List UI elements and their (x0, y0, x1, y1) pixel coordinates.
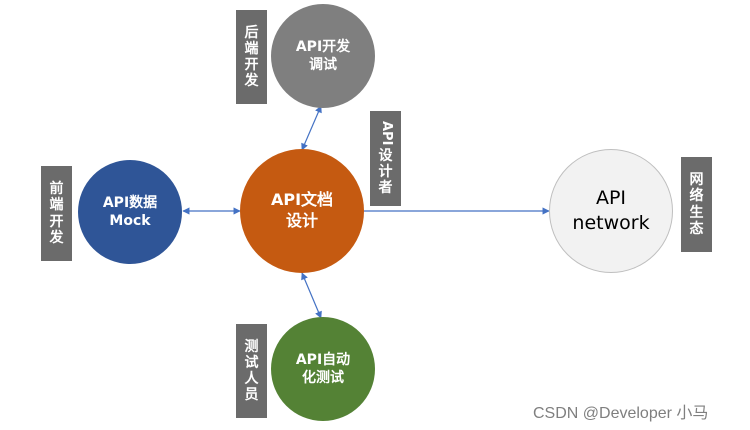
tag-char: 开 (49, 213, 64, 230)
tag-char: 态 (689, 220, 704, 237)
tag-char: 测 (244, 338, 259, 355)
tag-char: API (378, 121, 394, 146)
node-api-mock-line1: API数据 (102, 194, 158, 211)
node-api-design: API文档 设计 (240, 149, 364, 273)
node-api-autotest: API自动 化测试 (271, 317, 375, 421)
node-api-mock-line2: Mock (109, 213, 151, 229)
tag-char: 前 (49, 181, 64, 198)
tag-frontend: 前端开发 (41, 166, 72, 261)
node-api-debug: API开发 调试 (271, 4, 375, 108)
tag-char: 试 (244, 354, 259, 371)
tag-char: 发 (49, 229, 64, 246)
node-api-mock: API数据 Mock (78, 160, 182, 264)
node-api-design-line1: API文档 (270, 190, 334, 210)
tag-char: 发 (244, 73, 259, 90)
connector-center-top (301, 105, 322, 151)
node-api-design-line2: 设计 (285, 211, 318, 230)
tag-char: 网 (689, 172, 704, 189)
tag-char: 计 (378, 163, 393, 180)
tag-char: 端 (49, 197, 64, 214)
tag-char: 设 (378, 147, 393, 164)
tag-char: 者 (378, 179, 393, 196)
node-api-autotest-line2: 化测试 (302, 370, 344, 386)
tag-char: 生 (689, 204, 704, 221)
node-api-network-line1: API (595, 187, 627, 210)
node-api-network: API network (549, 149, 673, 273)
tag-char: 员 (244, 387, 259, 404)
connector-center-bottom (301, 272, 322, 319)
node-api-autotest-line1: API自动 (295, 351, 351, 368)
tag-char: 后 (244, 24, 259, 41)
tag-char: 开 (244, 57, 259, 73)
node-api-network-line2: network (572, 212, 650, 234)
tag-char: 端 (244, 40, 259, 57)
tag-ecosystem: 网络生态 (681, 157, 712, 252)
node-api-debug-line2: 调试 (309, 57, 337, 73)
node-api-debug-line1: API开发 (295, 38, 351, 55)
tag-char: 络 (689, 188, 704, 205)
tag-char: 人 (244, 371, 259, 387)
watermark: CSDN @Developer 小马 (533, 405, 709, 422)
tag-backend: 后端开发 (236, 10, 267, 104)
tag-tester: 测试人员 (236, 324, 267, 418)
